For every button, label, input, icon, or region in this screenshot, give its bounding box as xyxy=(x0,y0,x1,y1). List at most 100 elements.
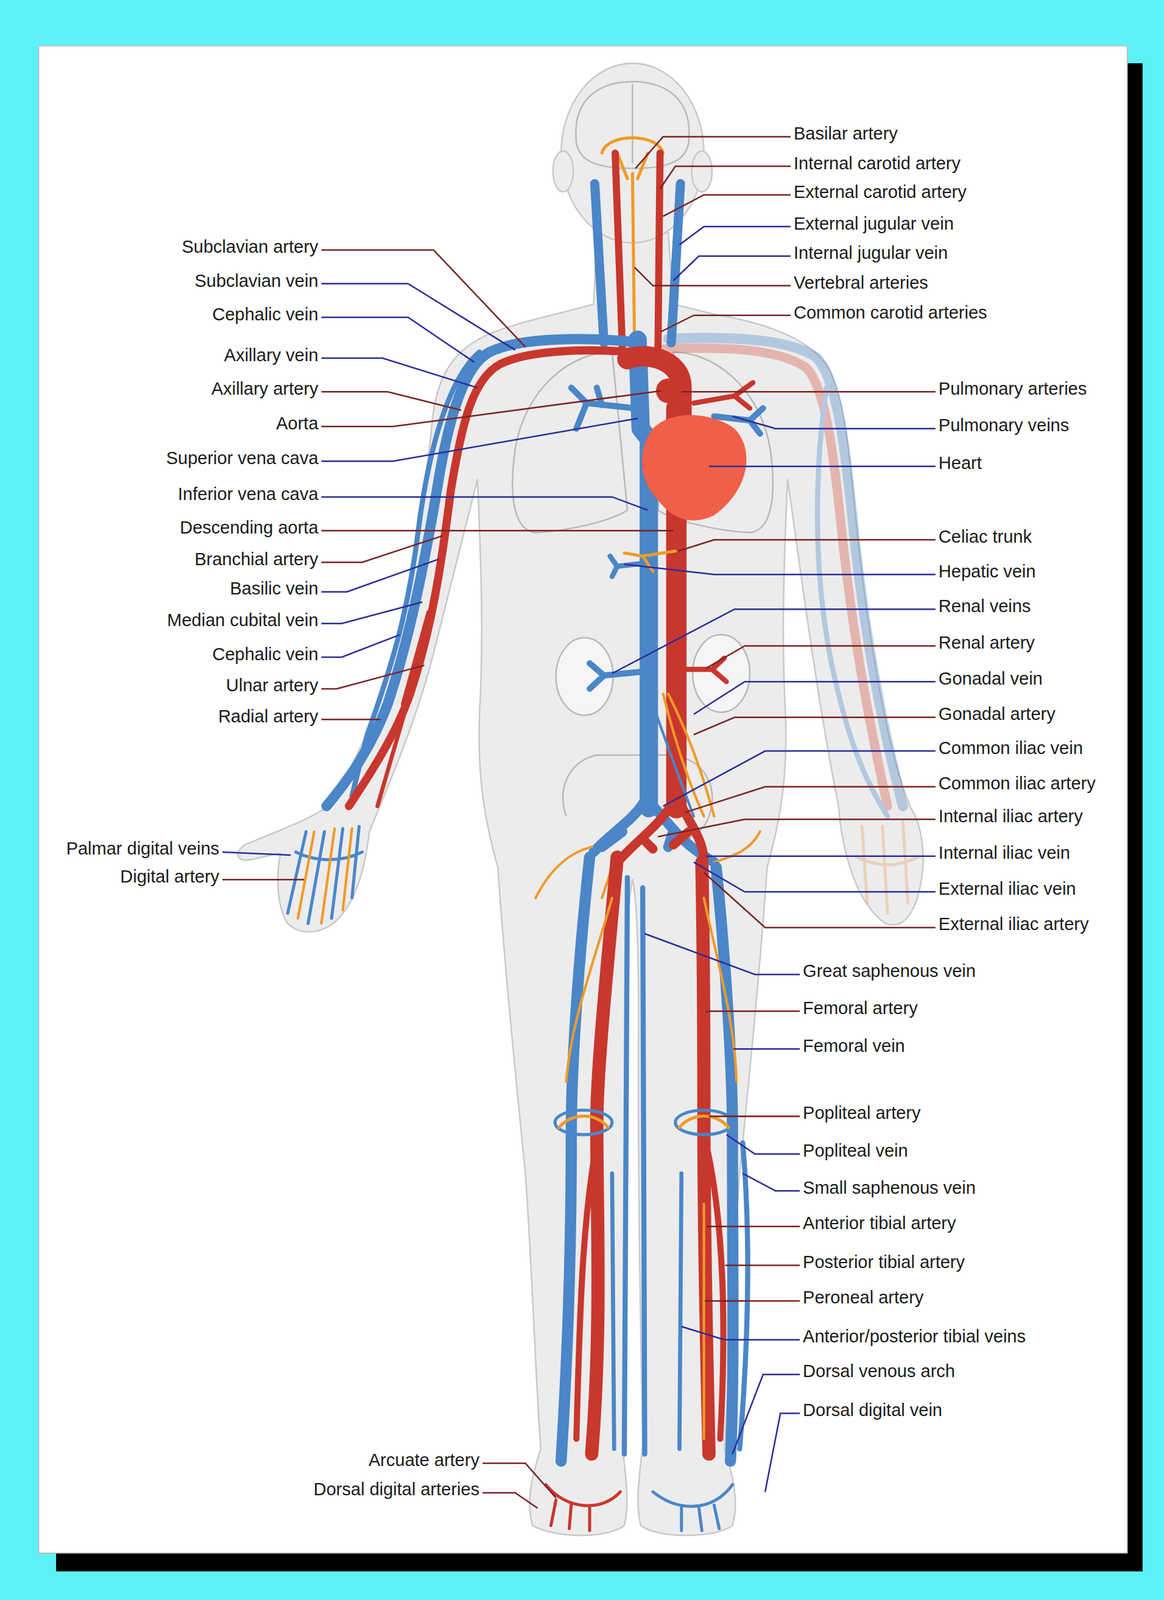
arm-artery xyxy=(349,350,631,806)
part-label: Common iliac artery xyxy=(938,772,1096,794)
part-label: External iliac artery xyxy=(938,913,1090,935)
part-label: External iliac vein xyxy=(938,878,1077,900)
part-label: Cephalic vein xyxy=(211,303,318,325)
part-label: Renal veins xyxy=(938,595,1032,617)
leader-line xyxy=(685,786,935,813)
part-label: Subclavian vein xyxy=(194,270,318,292)
leader-line xyxy=(726,1134,800,1155)
leader-line xyxy=(660,315,791,332)
leader-line xyxy=(693,681,936,715)
leader-line xyxy=(705,1010,800,1013)
leader-line xyxy=(321,601,423,624)
leader-line xyxy=(765,1413,800,1492)
leader-line xyxy=(321,529,674,532)
leader-line xyxy=(693,862,936,893)
part-label: Digital artery xyxy=(119,866,220,887)
leader-line xyxy=(678,539,936,551)
hand-arteries xyxy=(297,828,353,924)
part-label: Celiac trunk xyxy=(938,526,1032,547)
leader-line xyxy=(657,819,936,837)
part-label: Common iliac vein xyxy=(938,737,1083,759)
part-label: Renal artery xyxy=(938,632,1035,653)
part-label: Internal iliac vein xyxy=(938,842,1071,864)
carotid-artery xyxy=(615,152,661,347)
vessels xyxy=(287,137,763,1531)
leader-line xyxy=(705,646,936,669)
leg-arteries xyxy=(591,857,709,1454)
part-label: Inferior vena cava xyxy=(177,483,319,505)
part-label: Cephalic vein xyxy=(211,643,318,665)
forearm-arteries xyxy=(377,612,429,806)
part-label: Heart xyxy=(938,452,982,474)
jugular-vein xyxy=(594,183,681,343)
cephalic-vein xyxy=(352,352,480,797)
part-label: Anterior/posterior tibial veins xyxy=(802,1326,1026,1347)
part-label: Vertebral arteries xyxy=(793,272,929,293)
leader-line xyxy=(693,717,936,735)
part-label: Dorsal venous arch xyxy=(802,1360,956,1382)
part-label: Basilar artery xyxy=(793,123,898,144)
leader-line xyxy=(222,852,291,856)
leader-line xyxy=(321,665,425,689)
leader-line xyxy=(742,1173,800,1191)
part-label: Anterior tibial artery xyxy=(802,1212,956,1234)
kidney xyxy=(692,634,750,713)
part-label: Internal iliac artery xyxy=(938,805,1083,827)
leader-line xyxy=(681,1326,800,1341)
part-label: Dorsal digital arteries xyxy=(313,1478,480,1500)
part-label: Basilic vein xyxy=(229,578,318,599)
leader-line xyxy=(732,416,936,429)
leg-veins xyxy=(560,857,733,1462)
leg-branches xyxy=(566,897,738,1439)
leader-line xyxy=(663,194,791,217)
artery-leaders xyxy=(222,137,936,1509)
leader-line xyxy=(321,559,440,593)
part-label: Common carotid arteries xyxy=(793,302,988,323)
part-label: Posterior tibial artery xyxy=(802,1251,965,1273)
hand-vessels xyxy=(857,821,918,914)
leader-line xyxy=(321,391,662,427)
leader-line xyxy=(673,256,791,281)
leader-line xyxy=(645,933,801,975)
vena-cava xyxy=(637,339,649,809)
hand-vessels xyxy=(287,826,362,924)
lung xyxy=(512,352,628,533)
leader-line xyxy=(321,634,401,658)
part-label: Popliteal vein xyxy=(802,1140,909,1161)
part-label: Axillary vein xyxy=(224,344,319,366)
page xyxy=(38,45,1128,1554)
part-label: External carotid artery xyxy=(793,181,967,203)
vertebral-artery xyxy=(632,173,635,348)
leader-line xyxy=(482,1492,538,1509)
leader-line xyxy=(732,1374,801,1455)
part-label: Gonadal artery xyxy=(938,703,1056,725)
leader-line xyxy=(321,536,443,563)
leader-line xyxy=(321,391,462,410)
part-label: Pulmonary veins xyxy=(938,414,1069,436)
part-label: Arcuate artery xyxy=(368,1449,480,1471)
part-label: Superior vena cava xyxy=(166,447,319,469)
leader-line xyxy=(733,1048,800,1051)
leader-line xyxy=(321,358,478,388)
ear xyxy=(553,151,574,192)
leader-line xyxy=(321,317,475,363)
leader-line xyxy=(321,418,638,462)
leader-line xyxy=(679,226,791,245)
leader-line xyxy=(624,564,936,575)
leader-line xyxy=(635,137,791,169)
leader-line xyxy=(321,497,649,511)
brain xyxy=(575,81,689,169)
leader-line xyxy=(321,249,526,347)
pulmonary-arteries xyxy=(693,382,753,409)
part-label: Popliteal artery xyxy=(802,1102,921,1124)
tibial-veins xyxy=(612,1173,682,1450)
vein xyxy=(817,388,888,817)
part-label: Hepatic vein xyxy=(938,560,1037,582)
leader-line xyxy=(660,166,791,189)
heart xyxy=(641,415,747,521)
tibial-arteries xyxy=(576,1142,724,1439)
leader-line xyxy=(321,718,381,721)
leader-line xyxy=(612,609,936,674)
